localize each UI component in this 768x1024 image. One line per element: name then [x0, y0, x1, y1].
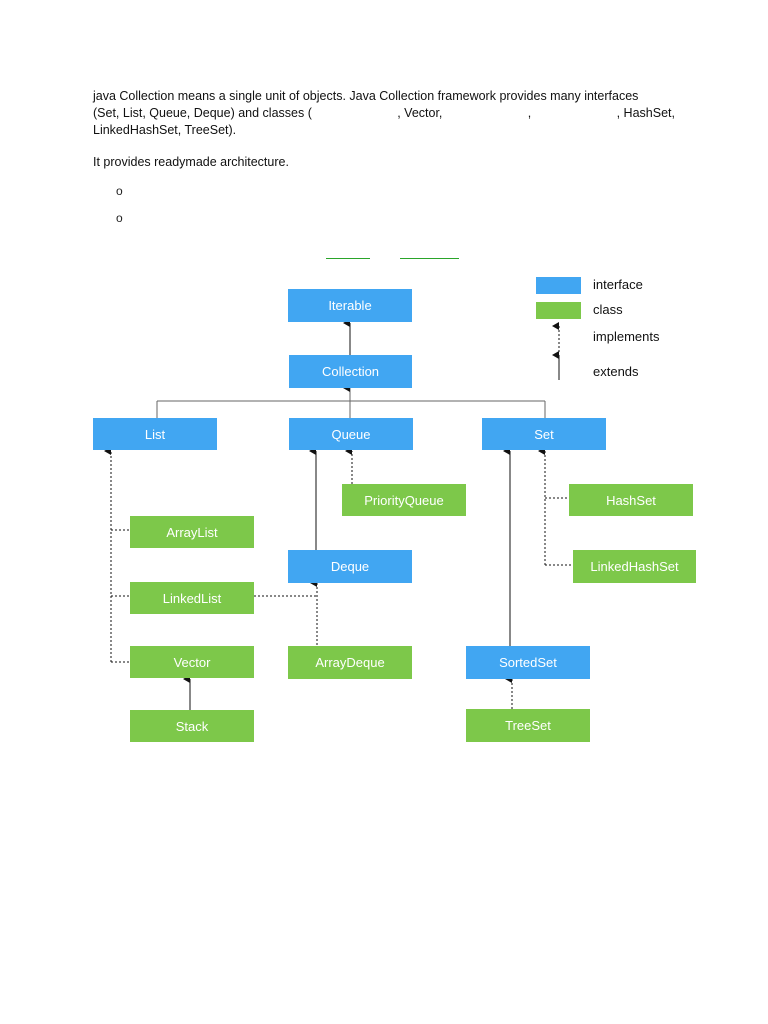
node-deque: Deque	[288, 550, 412, 583]
node-iterable: Iterable	[288, 289, 412, 322]
node-stack: Stack	[130, 710, 254, 742]
node-collection: Collection	[289, 355, 412, 388]
intro-line-2-part-c: ,	[527, 106, 532, 120]
intro-line-2-part-a: (Set, List, Queue, Deque) and classes (	[93, 106, 312, 120]
intro-line-3: LinkedHashSet, TreeSet).	[93, 122, 675, 139]
node-linkedhashset: LinkedHashSet	[573, 550, 696, 583]
node-vector: Vector	[130, 646, 254, 678]
legend-interface-swatch	[536, 277, 581, 294]
node-set: Set	[482, 418, 606, 450]
node-sortedset: SortedSet	[466, 646, 590, 679]
node-queue: Queue	[289, 418, 413, 450]
intro-line-1-text: java Collection means a single unit of o…	[93, 89, 639, 103]
node-hashset: HashSet	[569, 484, 693, 516]
architecture-text: It provides readymade architecture.	[93, 155, 289, 169]
intro-line-1: java Collection means a single unit of o…	[93, 88, 675, 105]
node-list: List	[93, 418, 217, 450]
hyperlink-underline[interactable]	[400, 258, 459, 259]
node-priorityqueue: PriorityQueue	[342, 484, 466, 516]
legend-class-swatch	[536, 302, 581, 319]
bullet-marker: o	[116, 184, 123, 198]
hyperlink-underline[interactable]	[326, 258, 370, 259]
legend-interface-label: interface	[593, 277, 643, 292]
node-treeset: TreeSet	[466, 709, 590, 742]
intro-line-2-part-d: , HashSet,	[616, 106, 675, 120]
intro-line-2-part-b: , Vector,	[397, 106, 443, 120]
bullet-marker: o	[116, 211, 123, 225]
legend-extends-label: extends	[593, 364, 639, 379]
legend-class-label: class	[593, 302, 623, 317]
legend-implements-label: implements	[593, 329, 660, 344]
node-linkedlist: LinkedList	[130, 582, 254, 614]
node-arraydeque: ArrayDeque	[288, 646, 412, 679]
intro-line-3-text: LinkedHashSet, TreeSet).	[93, 123, 237, 137]
intro-line-2: (Set, List, Queue, Deque) and classes ( …	[93, 105, 675, 122]
architecture-paragraph: It provides readymade architecture.	[93, 154, 675, 171]
intro-paragraph: java Collection means a single unit of o…	[93, 88, 675, 139]
node-arraylist: ArrayList	[130, 516, 254, 548]
